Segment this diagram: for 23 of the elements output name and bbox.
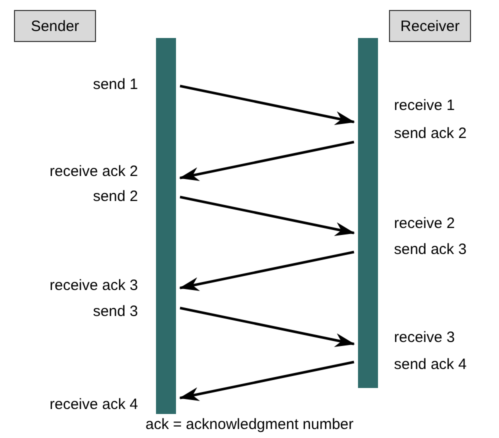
event-label: send 3	[92, 303, 138, 321]
event-label: receive 3	[394, 329, 455, 347]
participant-box: Receiver	[389, 10, 471, 42]
event-label: receive 1	[394, 97, 455, 115]
lifeline-bar	[156, 38, 176, 414]
event-label: send ack 3	[394, 241, 467, 259]
event-label: send 1	[92, 76, 138, 94]
message-arrow	[180, 84, 355, 125]
caption: ack = acknowledgment number	[144, 416, 355, 434]
event-label: receive 2	[394, 215, 455, 233]
participant-box: Sender	[14, 10, 96, 42]
event-label: send 2	[92, 188, 138, 206]
message-arrow	[180, 196, 355, 236]
message-arrow	[180, 306, 355, 347]
lifeline-bar	[358, 38, 378, 388]
event-label: receive ack 4	[50, 396, 138, 414]
event-label: send ack 2	[394, 125, 467, 143]
message-arrow	[179, 250, 354, 291]
event-label: send ack 4	[394, 356, 467, 374]
event-label: receive ack 2	[50, 163, 138, 181]
event-label: receive ack 3	[50, 277, 138, 295]
message-arrow	[179, 140, 354, 181]
message-arrow	[179, 360, 354, 401]
